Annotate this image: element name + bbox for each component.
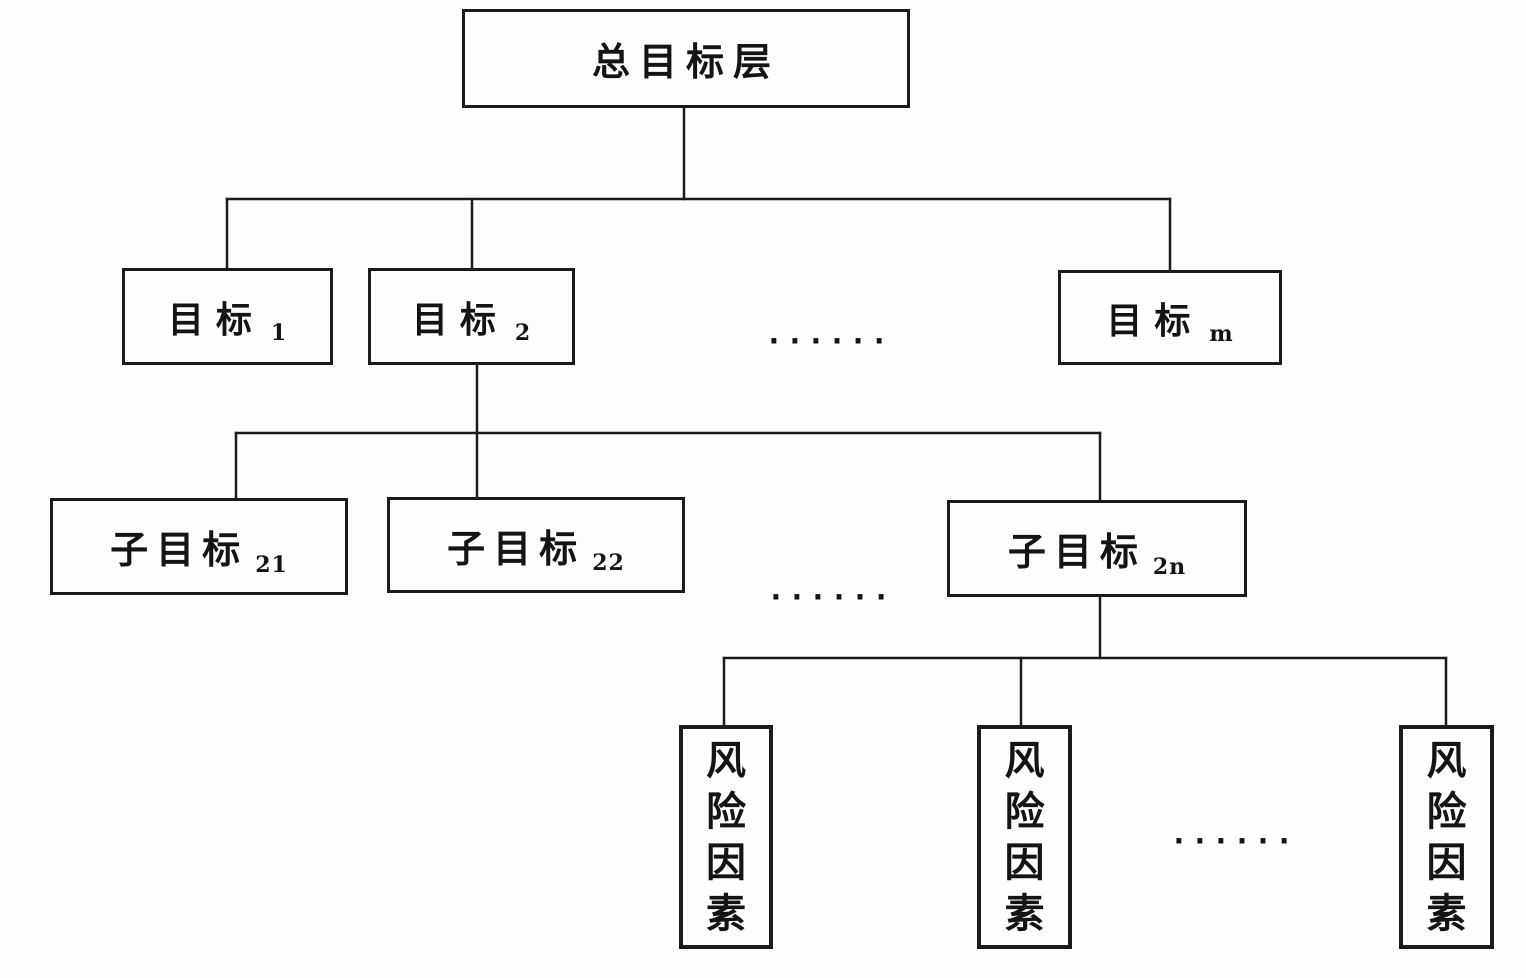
node-label-text: 目标	[167, 298, 264, 341]
ellipsis-level3: ......	[766, 572, 894, 608]
node-label: 风险因素	[1426, 736, 1467, 938]
node-risk-factor-1: 风险因素	[679, 725, 773, 949]
node-label-subscript: 2n	[1152, 553, 1187, 580]
node-label-text: 子目标	[110, 527, 249, 572]
node-label-text: 子目标	[1007, 529, 1146, 574]
node-label-subscript: 1	[270, 319, 288, 346]
node-risk-factor-2: 风险因素	[977, 725, 1072, 949]
ellipsis-level2: ......	[764, 316, 892, 352]
node-label: 总目标层	[591, 39, 780, 84]
node-label-text: 目标	[411, 298, 508, 341]
node-risk-factor-3: 风险因素	[1399, 725, 1494, 949]
ellipsis-level4: ......	[1169, 816, 1297, 852]
node-label-text: 目标	[1106, 299, 1203, 342]
node-label: 风险因素	[1004, 736, 1045, 938]
node-label-subscript: 22	[592, 550, 625, 577]
node-label-subscript: m	[1209, 320, 1234, 347]
node-label-text: 子目标	[447, 525, 586, 571]
node-label-subscript: 21	[255, 551, 288, 578]
node-label-subscript: 2	[514, 319, 532, 346]
node-label: 风险因素	[706, 736, 746, 938]
node-overall-goal-layer: 总目标层	[462, 9, 910, 108]
